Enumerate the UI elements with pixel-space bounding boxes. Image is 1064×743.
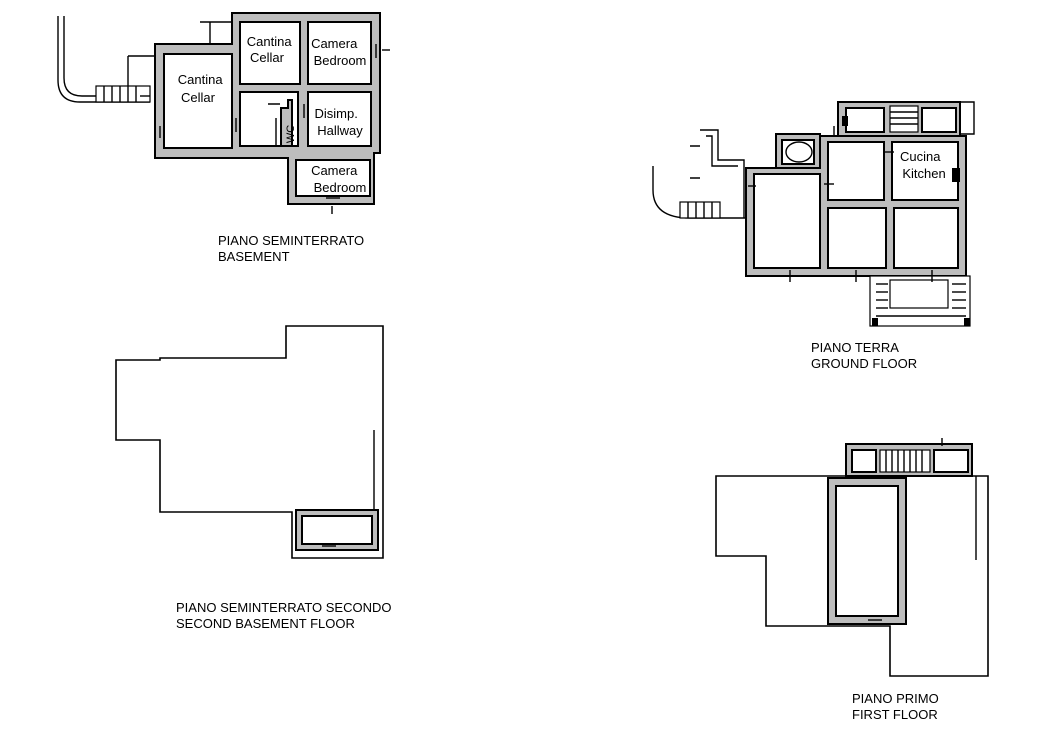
basement-bedroom-top-label: Camera Bedroom: [311, 36, 366, 68]
basement-plan: Cantina Cellar Cantina Cellar Camera Bed…: [57, 12, 390, 214]
basement-hallway-label: Disimp. Hallway: [315, 106, 364, 138]
basement-wc-label: WC: [285, 125, 297, 143]
ground-floor-plan: Cucina Kitchen: [652, 101, 975, 327]
basement-door-marks: [140, 44, 390, 214]
ground-room-south-b: [893, 207, 959, 269]
basement-stairs: [95, 85, 151, 103]
ground-kitchen-label: Cucina Kitchen: [900, 149, 946, 181]
basement-cellar-large-room: [163, 53, 233, 149]
first-floor-room: [835, 485, 899, 617]
ground-living-room: [753, 173, 821, 269]
basement-bedroom-bottom-room: [295, 159, 371, 197]
ground-room-north: [827, 141, 885, 201]
basement-title-it: PIANO SEMINTERRATO: [218, 233, 365, 248]
first-floor-caption: PIANO PRIMO FIRST FLOOR: [852, 691, 939, 723]
ground-room-south-a: [827, 207, 887, 269]
basement-cellar-small-room: [239, 21, 301, 85]
second-basement-outline: [115, 325, 384, 559]
basement-cellar-large-label: Cantina Cellar: [178, 72, 226, 105]
second-basement-plan: [115, 325, 384, 559]
ground-door-marks: [748, 126, 933, 282]
basement-bedroom-bottom-label: Camera Bedroom: [311, 163, 366, 195]
second-basement-title-en: SECOND BASEMENT FLOOR: [176, 616, 355, 631]
first-floor-outline: [715, 475, 989, 677]
ground-bathroom: [781, 139, 815, 165]
basement-title-en: BASEMENT: [218, 249, 290, 264]
basement-bedroom-top-room: [307, 21, 372, 85]
ground-floor-title-en: GROUND FLOOR: [811, 356, 918, 371]
first-floor-plan: [715, 438, 989, 677]
ground-floor-caption: PIANO TERRA GROUND FLOOR: [811, 340, 917, 372]
second-basement-title-it: PIANO SEMINTERRATO SECONDO: [176, 600, 392, 615]
basement-caption: PIANO SEMINTERRATO BASEMENT: [218, 233, 364, 265]
first-floor-title-it: PIANO PRIMO: [852, 691, 939, 706]
ground-floor-title-it: PIANO TERRA: [811, 340, 899, 355]
basement-hallway-room: [307, 91, 372, 147]
ground-exterior-stairs: [679, 201, 721, 219]
basement-cellar-small-label: Cantina Cellar: [247, 34, 295, 65]
first-floor-title-en: FIRST FLOOR: [852, 707, 938, 722]
second-basement-caption: PIANO SEMINTERRATO SECONDO SECOND BASEME…: [176, 600, 392, 632]
first-floor-stairs: [879, 449, 931, 473]
ground-inner-stairs: [889, 105, 919, 133]
ground-front-stairs: [869, 275, 971, 327]
